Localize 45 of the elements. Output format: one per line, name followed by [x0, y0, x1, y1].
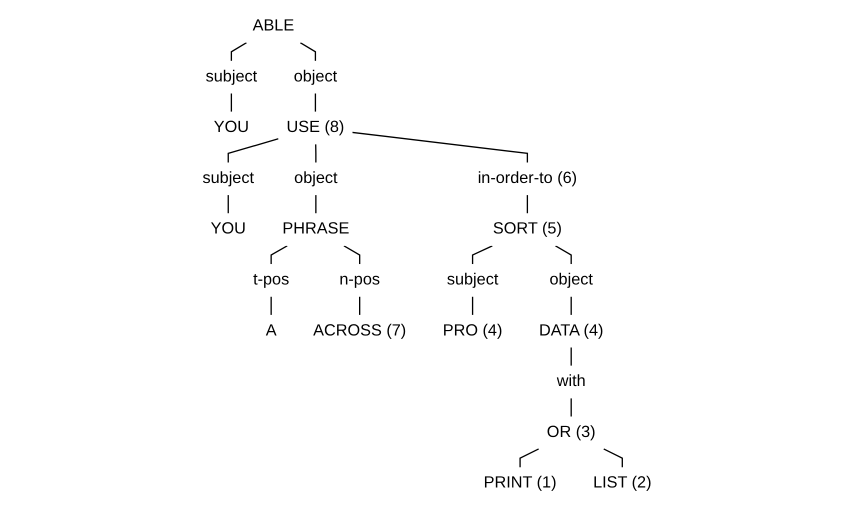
connector [270, 296, 272, 315]
node-text: YOU [214, 118, 249, 136]
connector [570, 347, 572, 366]
connector [519, 448, 539, 468]
node-text: SORT (5) [492, 220, 562, 238]
node-text: ABLE [252, 17, 294, 35]
connector [570, 296, 572, 315]
connector [352, 132, 528, 163]
node-text: subject [202, 170, 254, 187]
connector [570, 398, 572, 417]
node-text: subject [446, 271, 498, 289]
connector [270, 245, 288, 264]
connector [344, 245, 360, 264]
connector [526, 195, 528, 214]
connector [315, 144, 317, 163]
node-text: t-pos [253, 271, 290, 289]
connector [228, 195, 229, 214]
node-text: object [294, 68, 338, 86]
node-text: object [549, 271, 593, 289]
node-text: in-order-to (6) [478, 170, 578, 187]
connector [603, 448, 623, 468]
node-text: subject [206, 68, 258, 86]
connector [300, 42, 316, 61]
connector [314, 93, 316, 112]
connector [315, 195, 317, 214]
node-text: PRO (4) [442, 322, 502, 340]
node-text: ACROSS (7) [313, 322, 406, 340]
node-text: A [266, 322, 277, 340]
connector [555, 245, 572, 264]
connector [230, 93, 232, 112]
connector [359, 296, 360, 315]
node-text: OR (3) [546, 424, 596, 441]
node-text: object [294, 170, 338, 187]
node-text: USE (8) [286, 118, 344, 136]
node-text: n-pos [339, 271, 380, 289]
node-text: YOU [210, 220, 246, 238]
node-text: PRINT (1) [484, 474, 557, 492]
connector [472, 245, 493, 264]
connector [228, 138, 279, 163]
node-text: PHRASE [282, 220, 350, 238]
connector [230, 42, 247, 61]
connector [472, 296, 474, 315]
node-text: LIST (2) [593, 474, 652, 492]
node-text: with [556, 372, 586, 390]
node-text: DATA (4) [538, 322, 604, 340]
